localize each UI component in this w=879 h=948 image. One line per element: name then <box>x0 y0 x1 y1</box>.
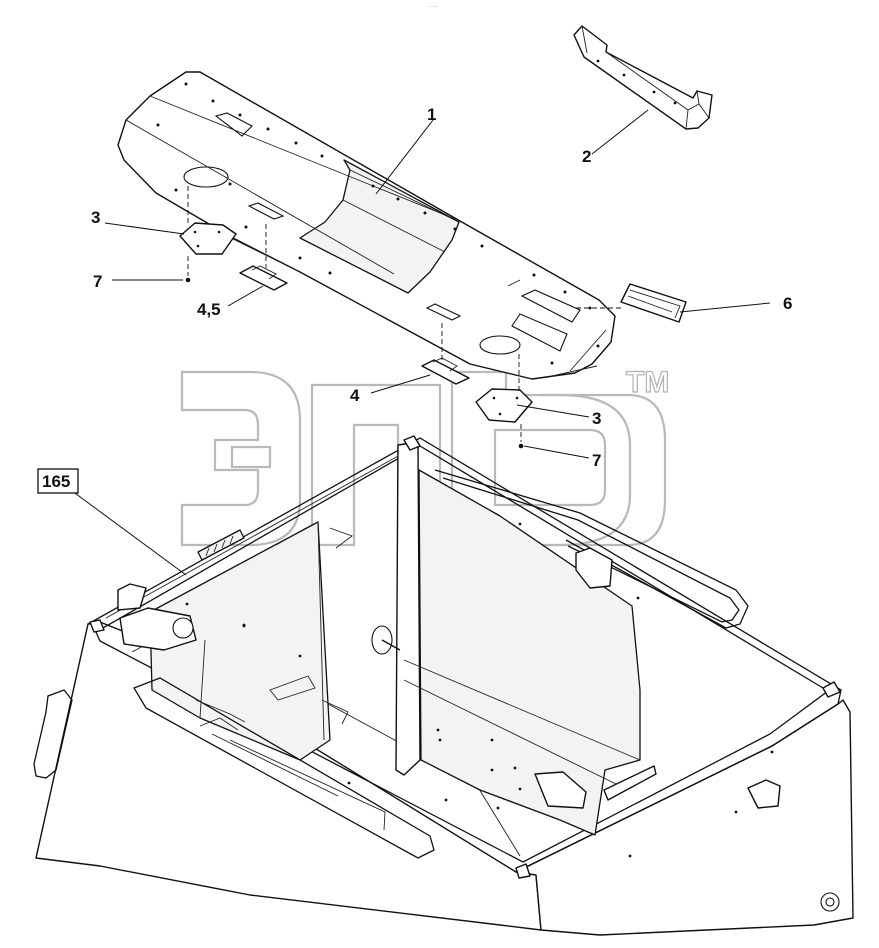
watermark-logo: TM <box>180 365 670 547</box>
part-4-handle-lower <box>421 323 470 385</box>
watermark-letter-e <box>180 370 302 547</box>
part-7-screw-upper <box>185 256 191 283</box>
callout-1: 1 <box>427 105 436 124</box>
part-4-5-handle-upper <box>239 224 288 291</box>
callout-3-lower: 3 <box>592 409 601 428</box>
part-3-cover-lower <box>475 388 533 423</box>
cab-frame-assembly <box>33 435 854 936</box>
part-6-vent-grille <box>576 283 687 323</box>
header-mark: ~ ~~ <box>429 4 438 9</box>
callout-2: 2 <box>582 147 591 166</box>
part-7-screw-lower <box>518 424 524 449</box>
watermark-letter-p <box>310 383 442 547</box>
callout-4: 4 <box>350 386 360 405</box>
watermark-letter-f-right <box>540 393 667 547</box>
watermark-trademark: TM <box>626 366 669 399</box>
leader-lines <box>67 109 771 576</box>
callout-165-box <box>37 468 79 494</box>
part-2-bracket <box>573 25 713 130</box>
callout-6: 6 <box>783 294 792 313</box>
callout-3-upper: 3 <box>91 208 100 227</box>
part-3-cover-upper <box>179 222 237 255</box>
callout-4-5: 4,5 <box>197 300 221 319</box>
part-1-panel <box>117 71 616 380</box>
callout-7-upper: 7 <box>93 272 102 291</box>
callout-165: 165 <box>42 472 70 491</box>
callout-labels: 1 2 3 7 4,5 6 4 3 7 165 <box>37 105 792 494</box>
callout-7-lower: 7 <box>592 451 601 470</box>
watermark-letter-e-slot <box>230 445 272 469</box>
